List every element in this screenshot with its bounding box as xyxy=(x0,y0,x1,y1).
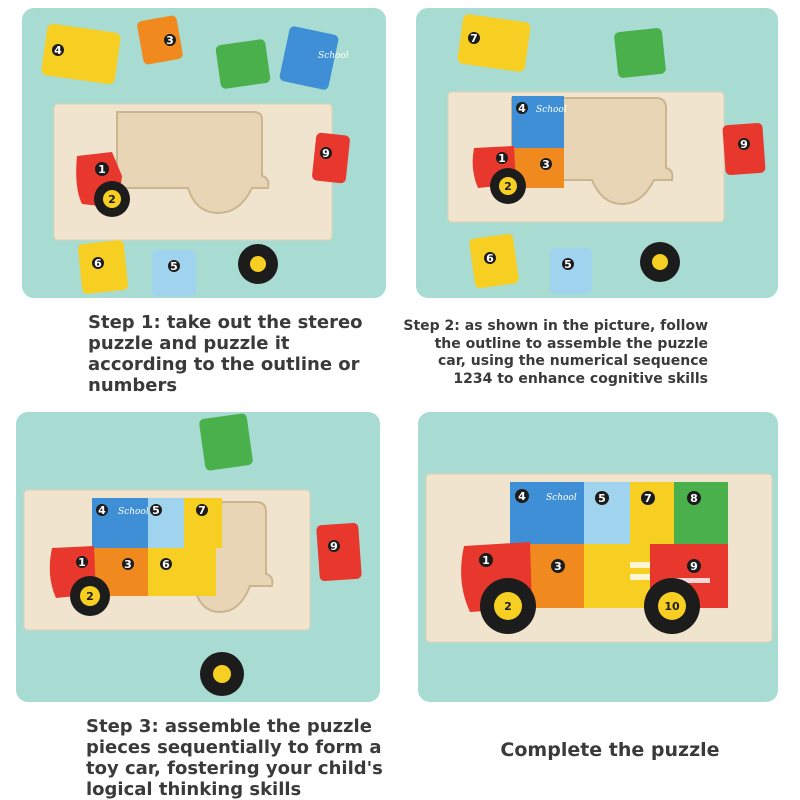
piece-yellow-top xyxy=(457,14,531,72)
svg-text:3: 3 xyxy=(542,158,550,171)
piece-green-top xyxy=(614,28,666,78)
svg-text:1: 1 xyxy=(78,556,86,569)
svg-text:4: 4 xyxy=(518,490,526,503)
svg-text:5: 5 xyxy=(598,492,606,505)
svg-text:2: 2 xyxy=(504,600,512,613)
step-3-caption: Step 3: assemble the puzzle pieces seque… xyxy=(86,716,383,800)
piece-6-yellow xyxy=(148,548,216,596)
piece-red-right xyxy=(316,522,362,582)
svg-text:7: 7 xyxy=(644,492,652,505)
piece-8-green xyxy=(674,482,728,544)
step-1-caption: Step 1: take out the stereo puzzle and p… xyxy=(88,312,363,396)
svg-text:School: School xyxy=(546,493,577,503)
step-2-caption: Step 2: as shown in the picture, follow … xyxy=(403,318,708,387)
svg-text:4: 4 xyxy=(98,504,106,517)
svg-text:9: 9 xyxy=(740,138,748,151)
step-3-photo: School 4 5 7 3 6 1 2 9 xyxy=(16,412,380,702)
step-2-photo: School 4 3 1 2 7 9 6 5 xyxy=(416,8,778,298)
svg-text:3: 3 xyxy=(554,560,562,573)
svg-text:9: 9 xyxy=(322,147,330,160)
svg-text:3: 3 xyxy=(124,558,132,571)
svg-text:5: 5 xyxy=(564,258,572,271)
svg-text:9: 9 xyxy=(690,560,698,573)
completed-puzzle-photo: School 4 5 7 8 3 9 1 2 10 xyxy=(418,412,778,702)
svg-text:4: 4 xyxy=(518,102,526,115)
piece-5-lightblue xyxy=(584,482,630,544)
step-4-caption: Complete the puzzle xyxy=(500,739,720,761)
svg-text:School: School xyxy=(118,507,149,517)
svg-text:6: 6 xyxy=(486,252,494,265)
piece-lightblue-bottom xyxy=(152,250,196,296)
car-outline-recess xyxy=(116,111,270,215)
svg-text:5: 5 xyxy=(152,504,160,517)
svg-text:1: 1 xyxy=(498,152,506,165)
piece-blue-top xyxy=(279,26,339,90)
svg-text:9: 9 xyxy=(330,540,338,553)
svg-text:5: 5 xyxy=(170,260,178,273)
svg-text:7: 7 xyxy=(198,504,206,517)
svg-text:2: 2 xyxy=(504,180,512,193)
svg-text:2: 2 xyxy=(108,193,116,206)
svg-text:School: School xyxy=(536,105,567,115)
piece-7-yellow xyxy=(630,482,674,544)
svg-text:1: 1 xyxy=(482,554,490,567)
svg-text:School: School xyxy=(318,51,349,61)
svg-text:3: 3 xyxy=(166,34,174,47)
piece-green-top xyxy=(215,39,271,89)
svg-text:4: 4 xyxy=(54,44,62,57)
svg-text:2: 2 xyxy=(86,590,94,603)
step-1-photo: 2 1 4 3 School 9 6 5 xyxy=(22,8,386,298)
piece-green-top xyxy=(199,413,253,471)
piece-orange-top xyxy=(137,15,183,65)
piece-yellow-bottom xyxy=(78,240,128,294)
piece-yellow-top xyxy=(41,23,121,85)
svg-text:7: 7 xyxy=(470,32,478,45)
svg-text:10: 10 xyxy=(664,600,680,613)
piece-red-right xyxy=(312,132,350,184)
piece-lightblue-bottom xyxy=(550,248,592,294)
svg-text:6: 6 xyxy=(162,558,170,571)
svg-text:1: 1 xyxy=(98,163,106,176)
svg-text:6: 6 xyxy=(94,257,102,270)
svg-text:8: 8 xyxy=(690,492,698,505)
piece-3-orange xyxy=(528,544,584,608)
